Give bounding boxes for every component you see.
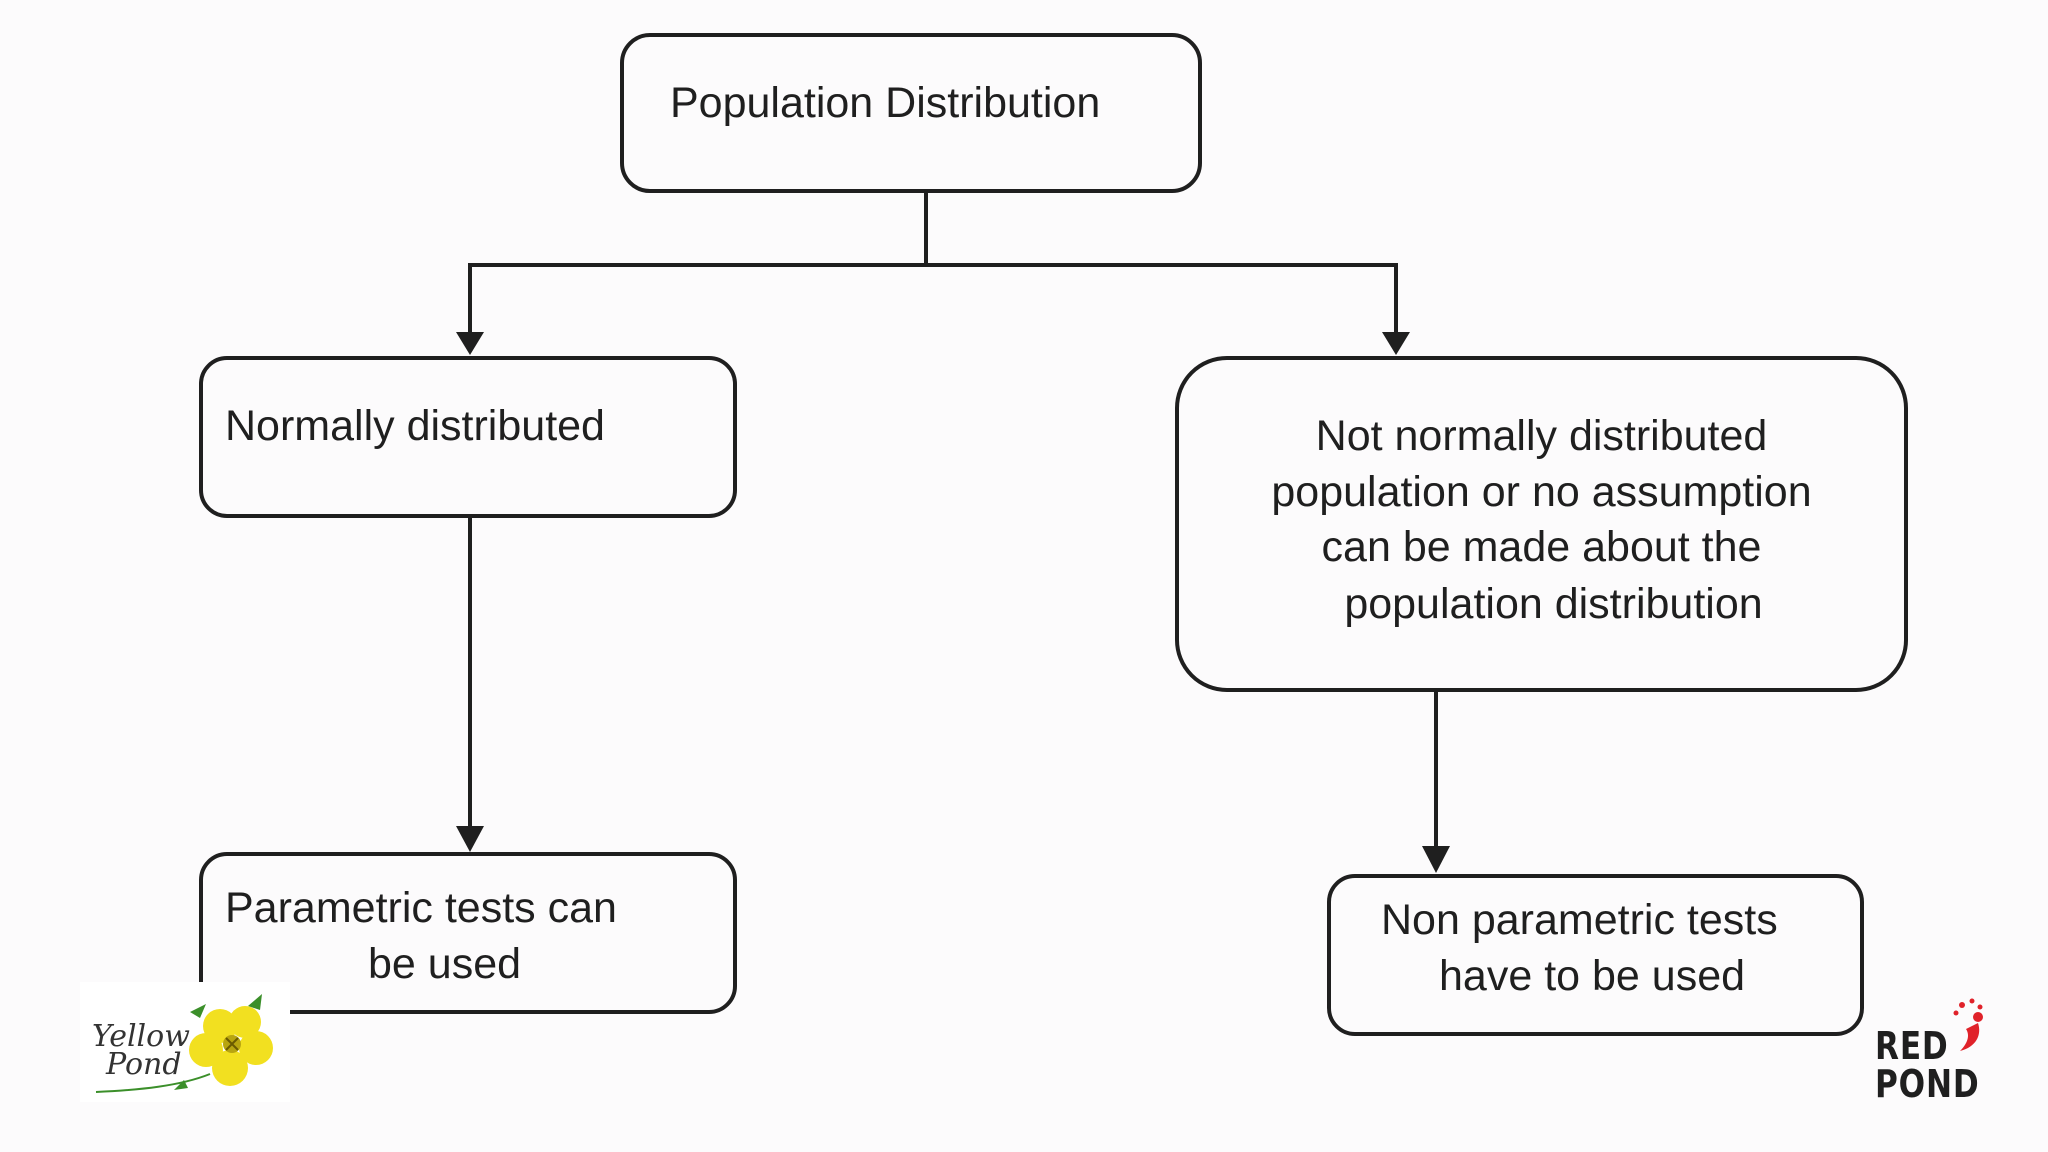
arrowhead-to-not-normal <box>1382 332 1410 355</box>
flower-icon <box>95 994 273 1093</box>
node-nonparametric-tests: Non parametric tests have to be used <box>1327 874 1864 1036</box>
nonparametric-line-2: have to be used <box>1439 952 1746 1000</box>
yellow-pond-logo-word-2: Pond <box>106 1047 182 1082</box>
arrowhead-to-parametric <box>456 826 484 852</box>
not-normal-line-4: population distribution <box>1344 580 1763 628</box>
node-population-distribution: Population Distribution <box>620 33 1202 193</box>
not-normal-line-2: population or no assumption <box>1271 468 1812 516</box>
node-not-normally-distributed: Not normally distributed population or n… <box>1175 356 1908 692</box>
node-population-distribution-label: Population Distribution <box>670 79 1101 127</box>
red-pond-logo: RED POND <box>1860 995 2000 1105</box>
red-pond-logo-word-2: POND <box>1875 1062 1980 1106</box>
yellow-pond-logo-word-1: Yellow <box>92 1019 190 1054</box>
arrowhead-to-normal <box>456 332 484 355</box>
node-parametric-tests: Parametric tests can be used <box>199 852 737 1014</box>
red-pond-logo-word-1: RED <box>1875 1024 1949 1068</box>
not-normal-line-1: Not normally distributed <box>1315 412 1768 460</box>
arrowhead-to-nonparametric <box>1422 846 1450 873</box>
nonparametric-line-1: Non parametric tests <box>1381 896 1778 944</box>
node-normally-distributed: Normally distributed <box>199 356 737 518</box>
yellow-pond-logo: Yellow Pond <box>80 982 290 1102</box>
node-normally-distributed-label: Normally distributed <box>225 402 605 450</box>
parametric-line-1: Parametric tests can <box>225 884 617 932</box>
not-normal-line-3: can be made about the <box>1321 523 1762 571</box>
runner-icon <box>1953 998 1983 1051</box>
parametric-line-2: be used <box>368 940 522 988</box>
